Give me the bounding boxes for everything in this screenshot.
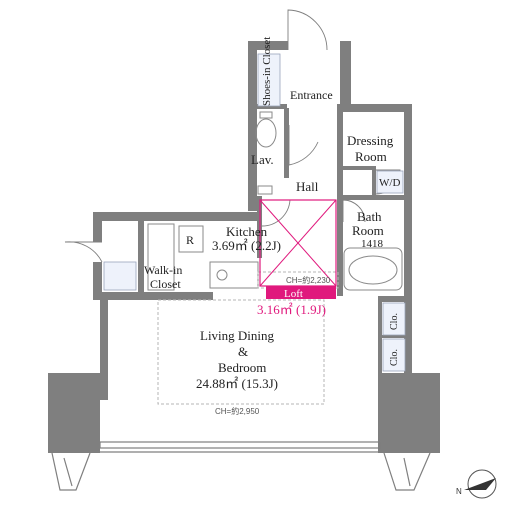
lav-sink-icon: [257, 185, 273, 195]
entrance-label: Entrance: [290, 88, 333, 102]
hall-label: Hall: [296, 179, 319, 194]
loft-area-label: 3.16㎡ (1.9J): [257, 302, 326, 317]
loft-overlay: [259, 199, 337, 299]
clo-label-1: Clo.: [389, 313, 400, 330]
wd-label: W/D: [379, 177, 400, 189]
north-arrow-icon: N: [456, 469, 497, 499]
clo-label-2: Clo.: [389, 349, 400, 366]
clo-cabinet-1: [382, 302, 406, 336]
main-ceiling-height: CH=約2,950: [215, 406, 260, 416]
walkin-closet-label-2: Closet: [150, 277, 181, 291]
loft-label-badge: [266, 286, 336, 299]
walls: [48, 41, 440, 453]
lav-label: Lav.: [251, 152, 274, 167]
ldk-label-1: Living Dining: [200, 328, 275, 343]
ldk-area-outline: [157, 299, 325, 405]
kitchen-area-label: 3.69㎡ (2.2J): [212, 238, 281, 253]
svg-text:N: N: [456, 487, 462, 496]
walkin-closet-label-1: Walk-in: [144, 263, 182, 277]
clo-cabinet-2: [382, 338, 406, 372]
kitchen-label: Kitchen: [226, 224, 268, 239]
bathtub-icon: [348, 255, 398, 285]
kitchen-sink-counter: [209, 261, 259, 289]
ldk-area-label: 24.88㎡ (15.3J): [196, 376, 278, 391]
kitchen-counter: [147, 223, 175, 291]
toilet-tank: [259, 111, 273, 119]
refrigerator-label: R: [186, 233, 194, 247]
loft-label: Loft: [284, 288, 303, 300]
ldk-label-3: Bedroom: [218, 360, 266, 375]
shoes-closet-cabinet: [257, 53, 281, 107]
washer-space: [376, 170, 404, 194]
dressing-room-label-1: Dressing: [347, 133, 394, 148]
loft-ceiling-height: CH=約2,230: [286, 275, 331, 285]
bathtub-outline: [343, 247, 403, 291]
balcony-outline: [51, 441, 431, 491]
bath-room-label-1: Bath: [357, 209, 382, 224]
walkin-shelf: [103, 261, 137, 291]
fixtures: [103, 53, 406, 372]
ldk-label-2: &: [238, 344, 248, 359]
bath-room-label-2: Room: [352, 223, 384, 238]
loft-cross-2: [259, 199, 337, 287]
cooktop-icon: [216, 269, 228, 281]
dressing-room-label-2: Room: [355, 149, 387, 164]
bath-size-label: 1418: [361, 238, 384, 250]
shoes-closet-label: Shoes-in Closet: [261, 37, 273, 106]
toilet-icon: [255, 118, 277, 148]
refrigerator-icon: [178, 225, 204, 253]
